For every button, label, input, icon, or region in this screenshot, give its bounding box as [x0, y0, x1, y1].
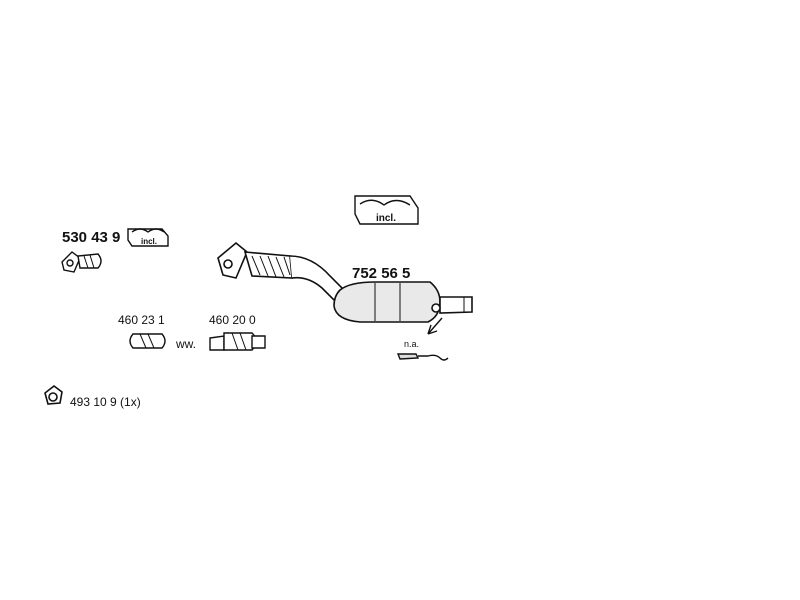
part-number-460231: 460 23 1	[118, 313, 165, 327]
incl-label-large: incl.	[375, 213, 396, 224]
clamp-box-large	[354, 195, 419, 225]
part-number-530439: 530 43 9	[62, 229, 121, 246]
pipe-connector-460231	[129, 333, 166, 349]
oxygen-sensor	[396, 317, 449, 361]
alternative-label: ww.	[176, 337, 197, 351]
part-number-460200: 460 20 0	[209, 313, 256, 327]
na-label: n.a.	[404, 339, 420, 349]
clamp-box-small	[127, 228, 169, 247]
catalytic-converter-752565	[217, 241, 473, 323]
part-number-493109: 493 10 9 (1x)	[70, 395, 141, 409]
pipe-connector-460200	[209, 332, 266, 351]
gasket-530439	[61, 251, 102, 273]
part-number-752565: 752 56 5	[352, 265, 411, 282]
incl-label-small: incl.	[140, 237, 157, 246]
ring-gasket-icon	[44, 384, 63, 405]
